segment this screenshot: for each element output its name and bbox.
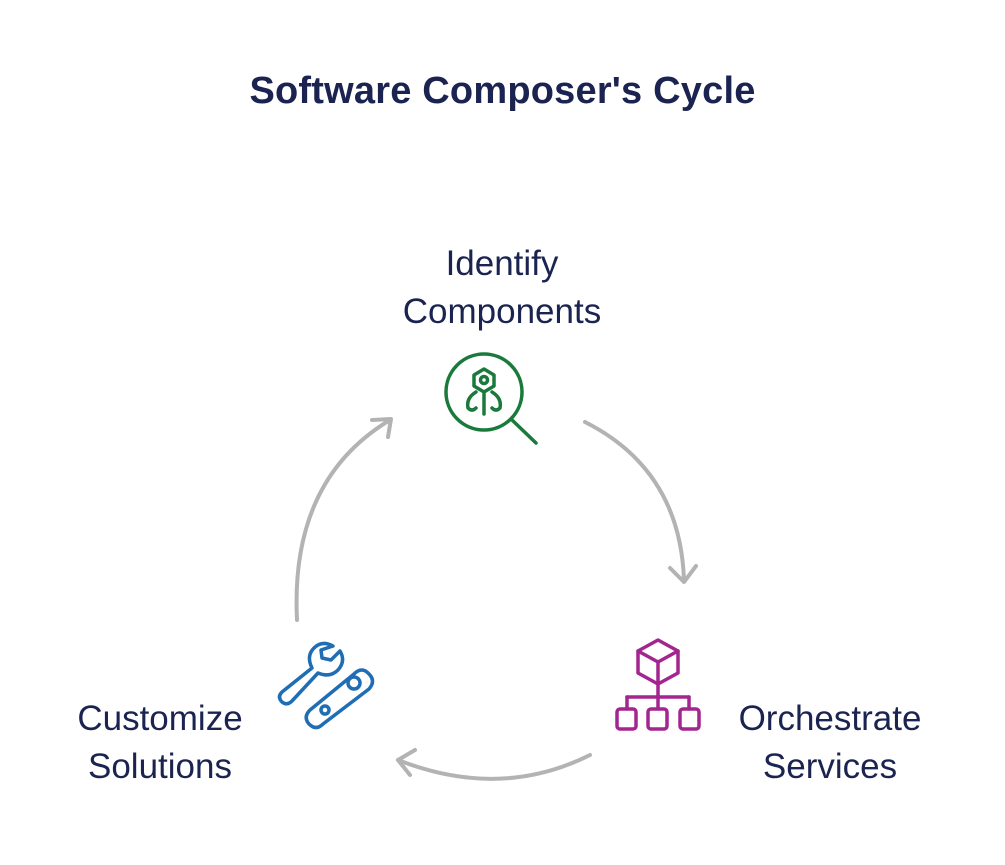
label-line: Components [402,292,602,331]
wrench-tools-icon [277,641,375,730]
arrow-customize-to-identify [294,417,393,622]
node-label-identify-components: Identify Components [352,240,652,336]
label-line: Customize [77,699,243,738]
node-label-orchestrate-services: Orchestrate Services [700,695,960,791]
node-label-customize-solutions: Customize Solutions [40,695,280,791]
label-line: Orchestrate [738,699,922,738]
label-line: Services [762,747,898,786]
magnifier-component-icon [444,352,538,445]
diagram-title: Software Composer's Cycle [249,70,756,112]
label-line: Solutions [88,747,232,786]
cube-hierarchy-icon [615,638,701,731]
arrow-orchestrate-to-customize [396,748,592,781]
label-line: Identify [445,244,559,283]
arrow-identify-to-orchestrate [583,420,698,584]
